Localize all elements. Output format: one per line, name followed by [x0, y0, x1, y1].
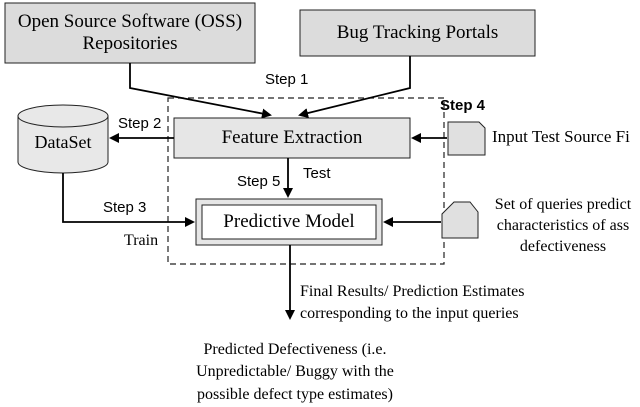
predictive-model-label: Predictive Model	[223, 211, 355, 233]
step2-label: Step 2	[118, 115, 162, 132]
step4-label: Step 4	[440, 97, 486, 114]
predicted-line-1: Predicted Defectiveness (i.e.	[203, 341, 387, 358]
predictive-model-inner-box	[201, 204, 377, 240]
dashed-boundary	[167, 97, 445, 265]
queries-line-1: Set of queries predict	[494, 196, 632, 213]
arrow-oss-to-feature	[129, 63, 272, 119]
step3-label: Step 3	[103, 199, 147, 216]
step1-label: Step 1	[265, 71, 309, 88]
input-file-document-icon	[447, 121, 486, 156]
test-label: Test	[303, 165, 331, 182]
oss-repositories-label: Open Source Software (OSS) Repositories	[5, 3, 255, 63]
queries-line-3: defectiveness	[519, 237, 607, 255]
dataset-cylinder	[17, 104, 109, 174]
dataset-label: DataSet	[34, 131, 92, 152]
train-label: Train	[124, 232, 159, 249]
feature-extraction-label: Feature Extraction	[221, 127, 363, 149]
arrow-bug-to-feature	[298, 56, 411, 118]
queries-document-icon	[441, 201, 479, 239]
queries-label: Set of queries predict characteristics o…	[486, 195, 640, 257]
bug-tracking-box	[299, 9, 536, 57]
oss-line-1: Open Source Software (OSS)	[17, 11, 243, 33]
input-test-source-label: Input Test Source Fi	[492, 127, 630, 146]
predicted-line-2: Unpredictable/ Buggy with the	[196, 363, 394, 381]
oss-line-2: Repositories	[82, 33, 178, 54]
arrow-dataset-to-model	[62, 173, 195, 227]
oss-repositories-box	[4, 2, 256, 64]
queries-line-2: characteristics of ass	[496, 216, 630, 234]
step5-label: Step 5	[237, 173, 281, 190]
bug-tracking-label: Bug Tracking Portals	[336, 22, 499, 44]
final-results-line-2: corresponding to the input queries	[300, 305, 519, 323]
final-results-label: Final Results/ Prediction Estimates corr…	[300, 281, 524, 326]
predicted-defectiveness-label: Predicted Defectiveness (i.e. Unpredicta…	[170, 339, 420, 406]
final-results-line-1: Final Results/ Prediction Estimates	[300, 283, 525, 300]
predicted-line-3: possible defect type estimates)	[197, 385, 393, 403]
